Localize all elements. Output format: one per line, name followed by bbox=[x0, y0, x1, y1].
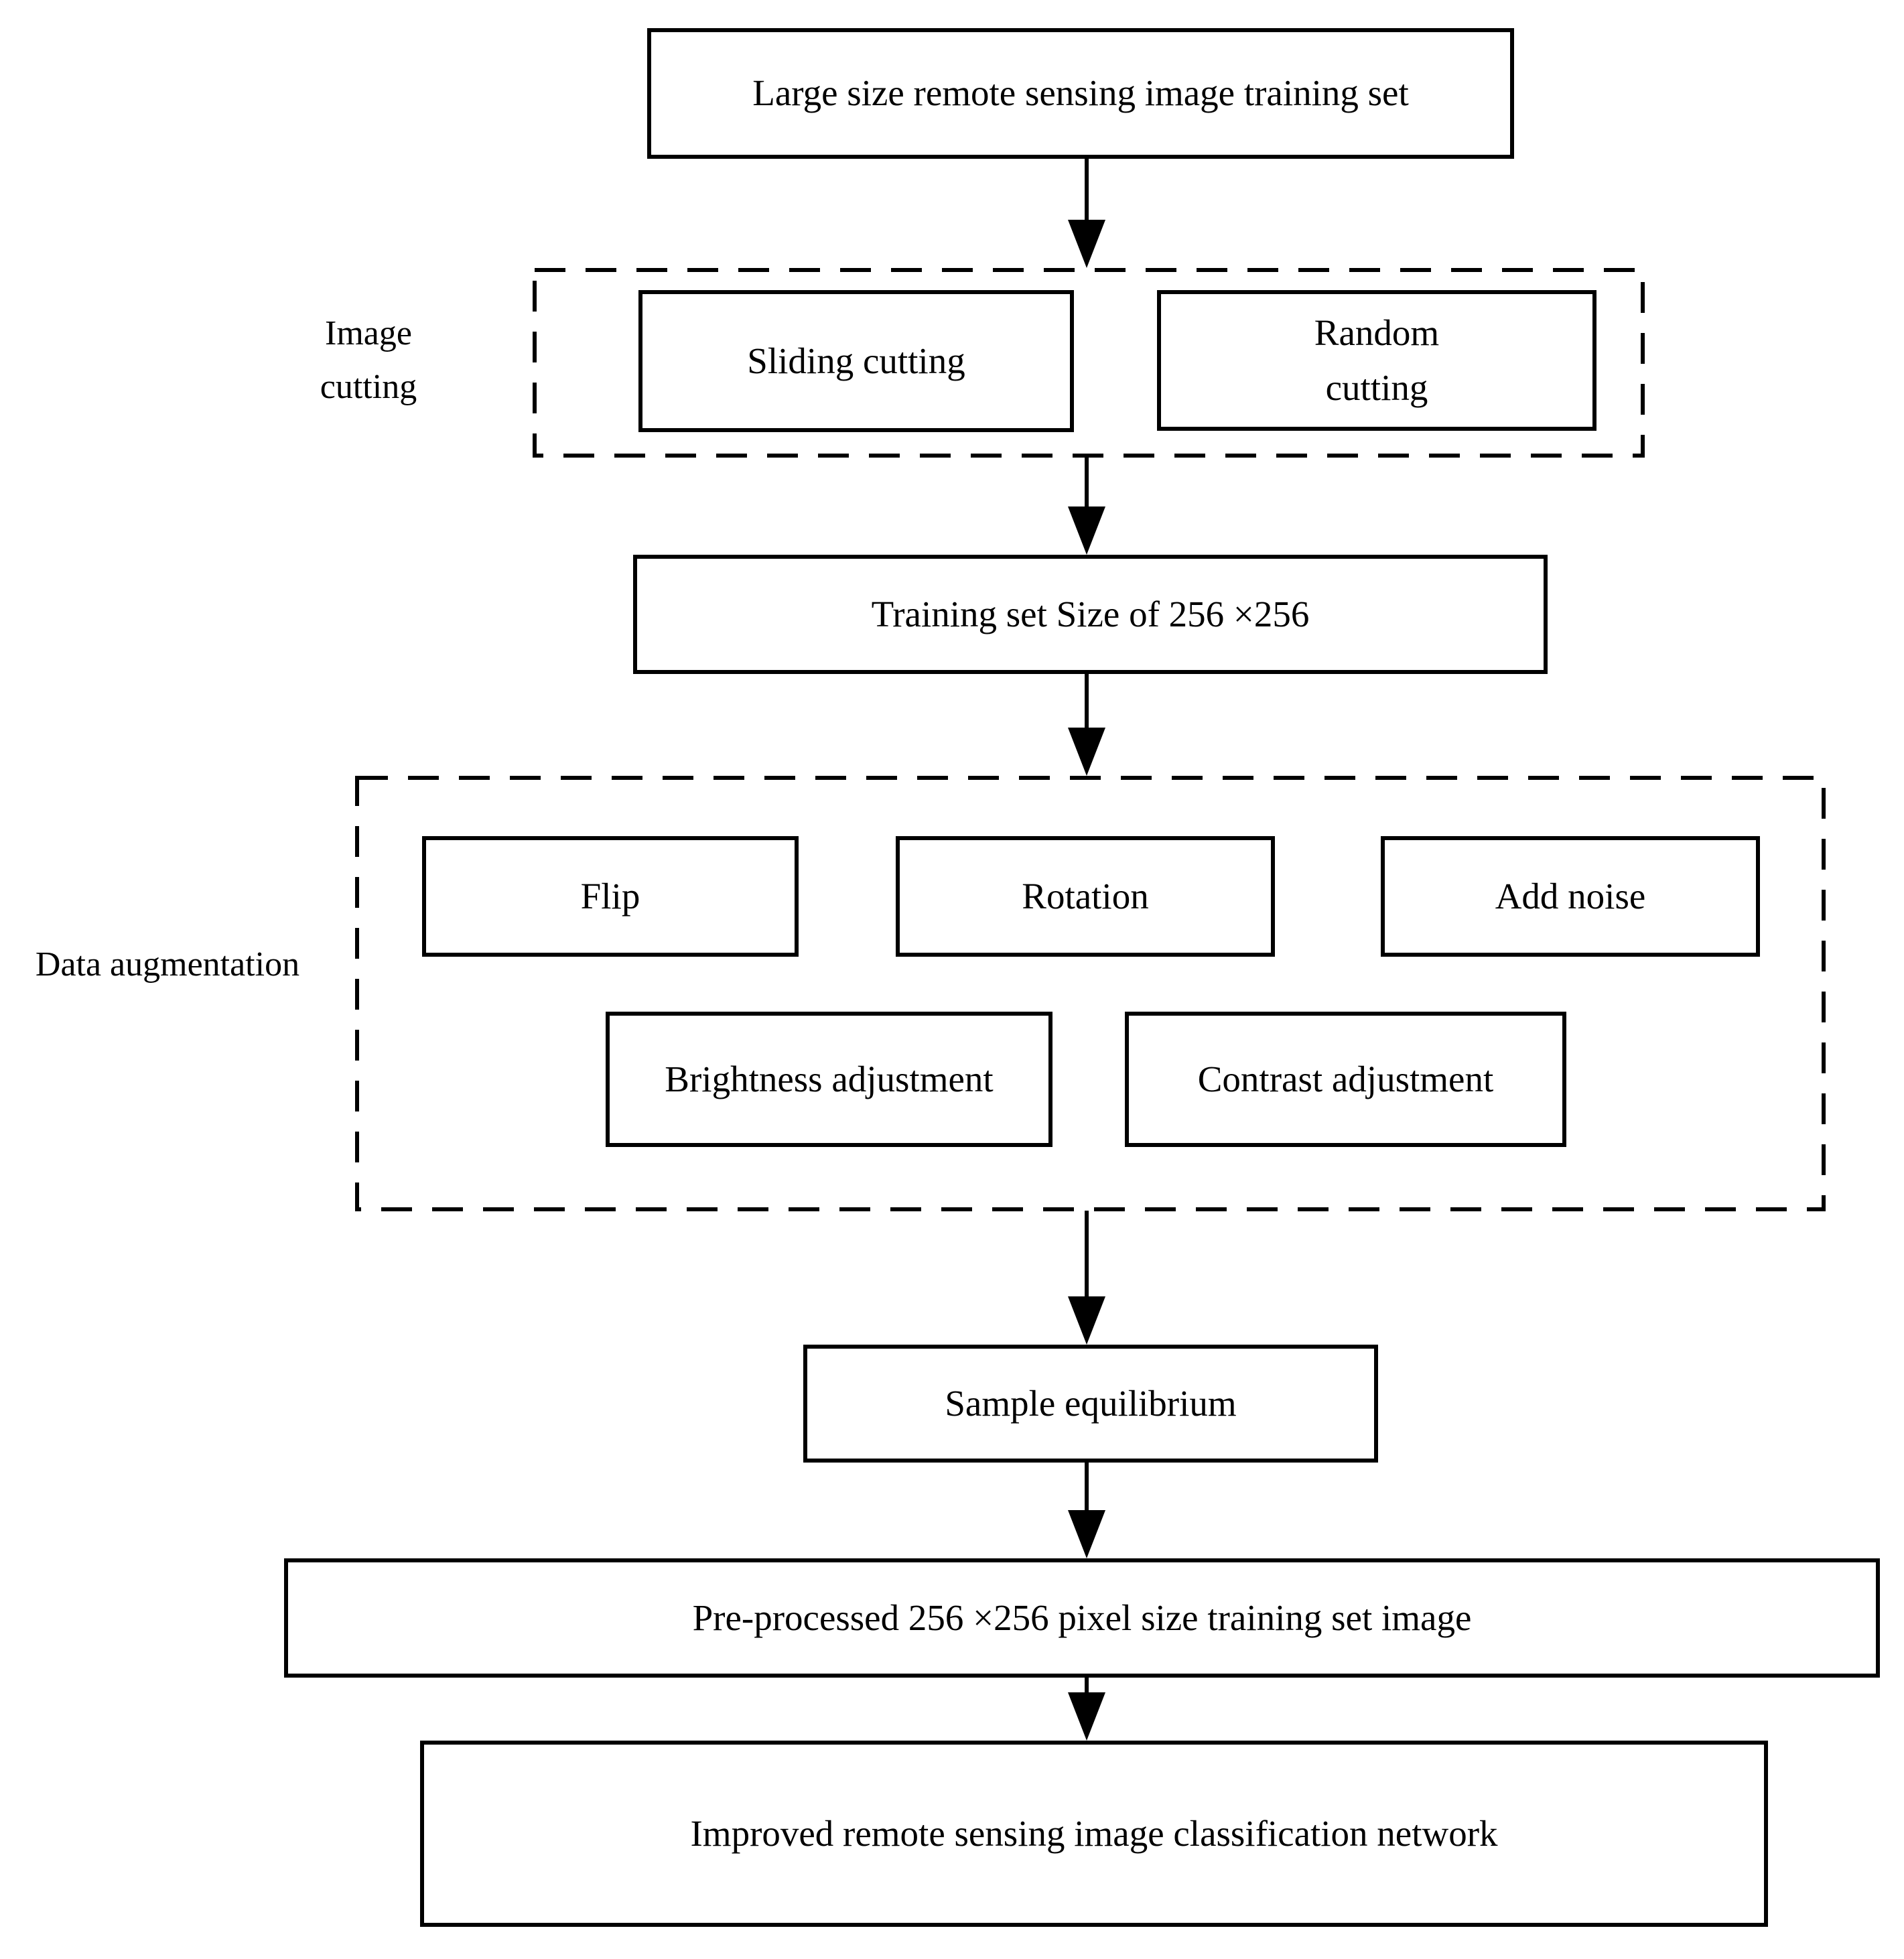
node-training-set-256: Training set Size of 256 ×256 bbox=[633, 555, 1548, 674]
arrow-sample-to-preprocessed bbox=[1068, 1461, 1105, 1558]
node-large-training-set: Large size remote sensing image training… bbox=[647, 28, 1514, 159]
data-augmentation-group-label: Data augmentation bbox=[35, 945, 300, 984]
image-cutting-group-label: Image cutting bbox=[320, 314, 417, 406]
node-sample-equilibrium: Sample equilibrium bbox=[803, 1345, 1378, 1463]
image-cutting-group-border bbox=[533, 268, 1645, 458]
arrow-training256-to-augmentation bbox=[1068, 673, 1105, 776]
arrow-head bbox=[1068, 1296, 1105, 1345]
node-flip: Flip bbox=[422, 836, 799, 957]
arrow-augmentation-to-sample bbox=[1068, 1211, 1105, 1345]
node-random-cutting: Random cutting bbox=[1157, 290, 1596, 431]
node-contrast-adjustment: Contrast adjustment bbox=[1125, 1012, 1566, 1147]
node-sliding-cutting: Sliding cutting bbox=[638, 290, 1074, 432]
arrow-head bbox=[1068, 506, 1105, 555]
arrow-head bbox=[1068, 1510, 1105, 1558]
node-brightness-adjustment: Brightness adjustment bbox=[606, 1012, 1052, 1147]
node-rotation: Rotation bbox=[896, 836, 1275, 957]
arrow-head bbox=[1068, 728, 1105, 776]
arrow-head bbox=[1068, 1692, 1105, 1741]
data-augmentation-group-border bbox=[355, 776, 1826, 1211]
node-preprocessed-image: Pre-processed 256 ×256 pixel size traini… bbox=[284, 1558, 1880, 1678]
node-classification-network: Improved remote sensing image classifica… bbox=[420, 1741, 1768, 1927]
arrow-preprocessed-to-network bbox=[1068, 1678, 1105, 1741]
arrow-large-to-cutting bbox=[1068, 159, 1105, 268]
arrow-head bbox=[1068, 220, 1105, 268]
arrow-cutting-to-training256 bbox=[1068, 458, 1105, 555]
node-add-noise: Add noise bbox=[1381, 836, 1760, 957]
